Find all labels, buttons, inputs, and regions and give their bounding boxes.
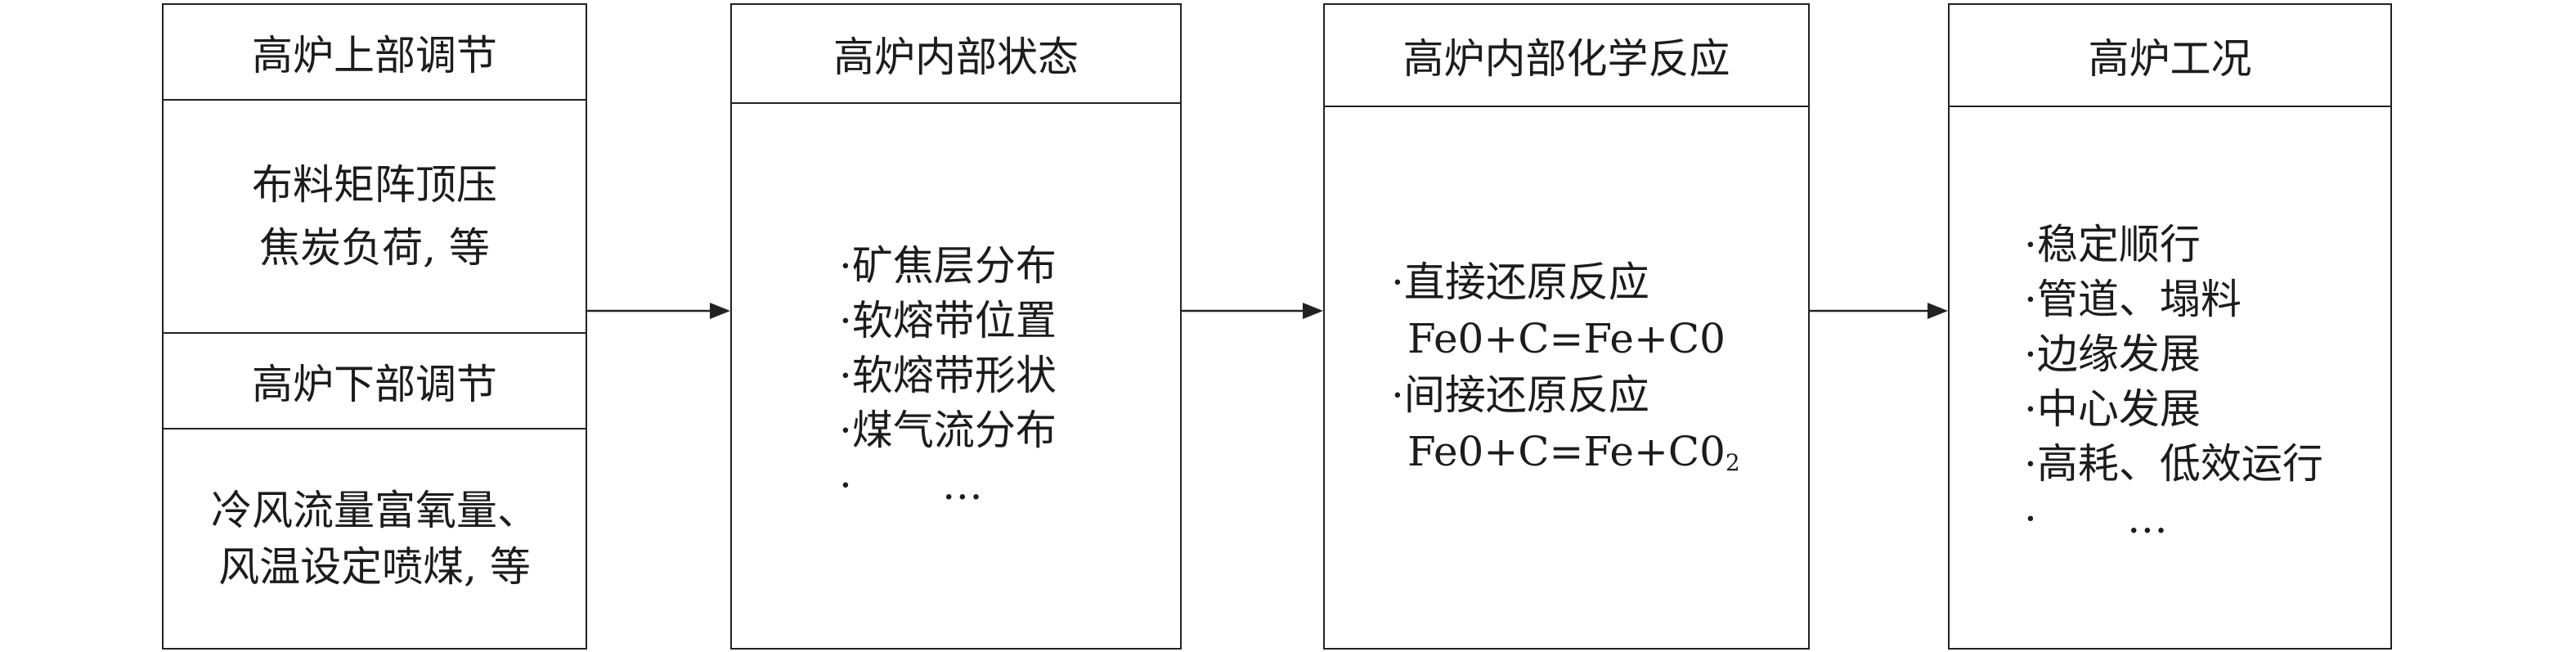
list-item: ·矿焦层分布 [839,242,1057,290]
arrow-adjustment-to-state [587,303,730,319]
formula-main: Fe0+C=Fe+C0 [1407,428,1726,475]
list-item: ·软熔带形状 [839,352,1057,399]
upper-adjustment-title: 高炉上部调节 [252,31,497,79]
internal-state-title: 高炉内部状态 [833,33,1079,81]
internal-state-header: 高炉内部状态 [732,5,1180,104]
indirect-reduction-formula: Fe0+C=Fe+C02 [1391,424,1740,491]
lower-adjustment-header: 高炉下部调节 [164,332,586,429]
box-operating-conditions: 高炉工况 ·稳定顺行 ·管道、塌料 ·边缘发展 ·中心发展 ·高耗、低效运行 ·… [1948,3,2392,650]
list-item-ellipsis: ·… [2024,492,2323,546]
lower-adjustment-title: 高炉下部调节 [252,360,497,408]
ellipsis: … [941,461,983,509]
lower-adjustment-line: 风温设定喷煤, 等 [218,542,531,591]
indirect-reduction-label: ·间接还原反应 [1391,371,1649,419]
chemical-reactions-header: 高炉内部化学反应 [1325,5,1808,107]
direct-reduction-formula: Fe0+C=Fe+C0 [1407,315,1726,362]
lower-adjustment-content: 冷风流量富氧量、 风温设定喷煤, 等 [164,429,586,648]
list-item: ·软熔带位置 [839,297,1057,344]
arrow-reactions-to-conditions [1810,303,1948,319]
chemical-reactions-title: 高炉内部化学反应 [1402,34,1730,83]
list-item: ·中心发展 [2024,385,2201,433]
list-item: ·管道、塌料 [2024,276,2242,323]
arrow-state-to-reactions [1182,303,1323,319]
upper-adjustment-line: 布料矩阵顶压 [252,160,497,209]
list-item-ellipsis: ·… [839,458,1057,513]
box-internal-state: 高炉内部状态 ·矿焦层分布 ·软熔带位置 ·软熔带形状 ·煤气流分布 ·… [730,3,1182,650]
formula-subscript: 2 [1725,449,1740,476]
list-item: ·高耗、低效运行 [2024,440,2323,488]
chemical-reactions-list: ·直接还原反应 Fe0+C=Fe+C0 ·间接还原反应 Fe0+C=Fe+C02 [1391,254,1740,491]
list-item: ·稳定顺行 [2024,221,2201,268]
upper-adjustment-line: 焦炭负荷, 等 [259,223,490,272]
operating-conditions-title: 高炉工况 [2088,34,2252,83]
direct-reduction-label: ·直接还原反应 [1391,259,1649,306]
operating-conditions-header: 高炉工况 [1950,5,2390,107]
lower-adjustment-line: 冷风流量富氧量、 [211,486,538,534]
bullet: · [839,461,852,509]
ellipsis: … [2126,495,2168,542]
upper-adjustment-header: 高炉上部调节 [164,5,586,101]
list-item: ·煤气流分布 [839,407,1057,454]
list-item: ·边缘发展 [2024,330,2201,378]
bullet: · [2024,495,2037,542]
operating-conditions-list: ·稳定顺行 ·管道、塌料 ·边缘发展 ·中心发展 ·高耗、低效运行 ·… [2024,218,2323,546]
box-furnace-adjustment: 高炉上部调节 布料矩阵顶压 焦炭负荷, 等 高炉下部调节 冷风流量富氧量、 风温… [162,3,587,650]
upper-adjustment-content: 布料矩阵顶压 焦炭负荷, 等 [164,101,586,332]
box-chemical-reactions: 高炉内部化学反应 ·直接还原反应 Fe0+C=Fe+C0 ·间接还原反应 Fe0… [1323,3,1810,650]
internal-state-list: ·矿焦层分布 ·软熔带位置 ·软熔带形状 ·煤气流分布 ·… [839,239,1057,513]
